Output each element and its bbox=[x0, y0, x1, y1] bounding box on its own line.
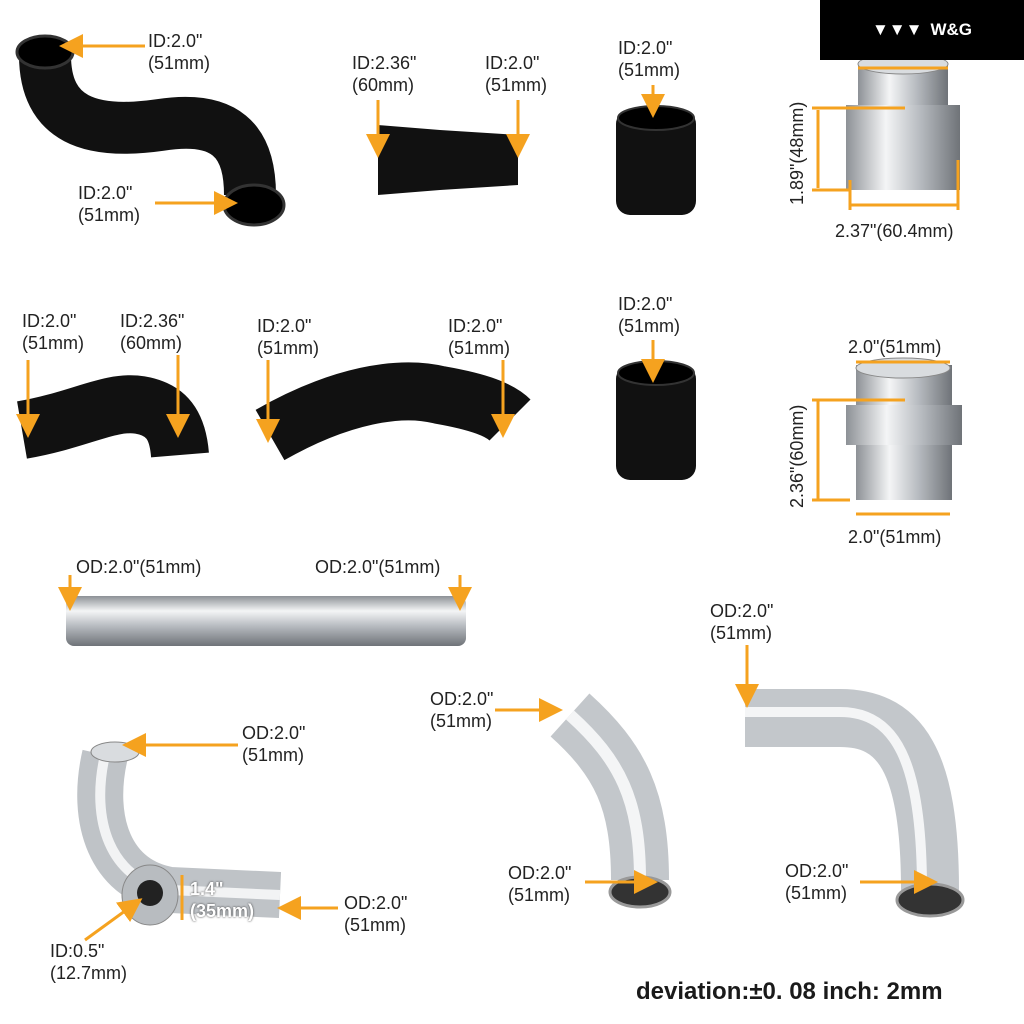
label-straight-left: OD:2.0"(51mm) bbox=[76, 557, 202, 577]
label-ring1-width: 2.37"(60.4mm) bbox=[835, 221, 954, 241]
label-pipe90-top: OD:2.0"(51mm) bbox=[710, 601, 774, 643]
label-pipe45-bottom: OD:2.0"(51mm) bbox=[508, 863, 572, 905]
dimension-arrows bbox=[16, 34, 960, 942]
label-ring2-height: 2.36"(60mm) bbox=[787, 404, 807, 508]
label-bung-pipe-top: OD:2.0"(51mm) bbox=[242, 723, 306, 765]
elbow-45-hose bbox=[255, 362, 531, 461]
label-s-hose-top: ID:2.0"(51mm) bbox=[148, 31, 210, 73]
label-pipe45-top: OD:2.0"(51mm) bbox=[430, 689, 494, 731]
weld-ring-1 bbox=[846, 53, 960, 190]
label-reducer-right: ID:2.0"(51mm) bbox=[485, 53, 547, 95]
elbow-reducer-hose bbox=[16, 375, 209, 459]
deviation-note: deviation:±0. 08 inch: 2mm bbox=[636, 978, 943, 1005]
label-bung-flange: 1.4"(35mm) bbox=[190, 879, 255, 921]
label-bung-id: ID:0.5"(12.7mm) bbox=[50, 941, 128, 983]
label-ring2-top: 2.0"(51mm) bbox=[848, 337, 942, 357]
straight-pipe bbox=[66, 596, 466, 646]
straight-coupler-bottom bbox=[616, 365, 696, 480]
brand-name: W&G bbox=[930, 20, 973, 39]
label-reducer-left: ID:2.36"(60mm) bbox=[352, 53, 417, 95]
label-pipe90-bottom: OD:2.0"(51mm) bbox=[785, 861, 849, 903]
label-elbow45-left: ID:2.0"(51mm) bbox=[257, 316, 319, 358]
label-elbow-reducer-right: ID:2.36"(60mm) bbox=[120, 311, 185, 353]
label-s-hose-bottom: ID:2.0"(51mm) bbox=[78, 183, 140, 225]
s-bend-hose bbox=[15, 34, 286, 227]
reducer-hose bbox=[378, 125, 518, 195]
brand-logo: ▼▼▼ W&G bbox=[820, 0, 1024, 60]
label-straight-right: OD:2.0"(51mm) bbox=[315, 557, 441, 577]
label-elbow-reducer-left: ID:2.0"(51mm) bbox=[22, 311, 84, 353]
triple-chevron-logo-icon: ▼▼▼ bbox=[871, 20, 923, 39]
label-ring1-height: 1.89"(48mm) bbox=[787, 101, 807, 205]
label-ring2-bottom: 2.0"(51mm) bbox=[848, 527, 942, 547]
label-coupler-bottom: ID:2.0"(51mm) bbox=[618, 294, 680, 336]
label-elbow45-right: ID:2.0"(51mm) bbox=[448, 316, 510, 358]
weld-ring-2 bbox=[846, 357, 962, 500]
label-bung-pipe-end: OD:2.0"(51mm) bbox=[344, 893, 408, 935]
bung-pipe bbox=[77, 741, 282, 926]
label-coupler-top: ID:2.0"(51mm) bbox=[618, 38, 680, 80]
pipe-45-bend bbox=[550, 693, 672, 909]
pipe-90-bend bbox=[745, 689, 965, 918]
straight-coupler-top bbox=[616, 110, 696, 215]
